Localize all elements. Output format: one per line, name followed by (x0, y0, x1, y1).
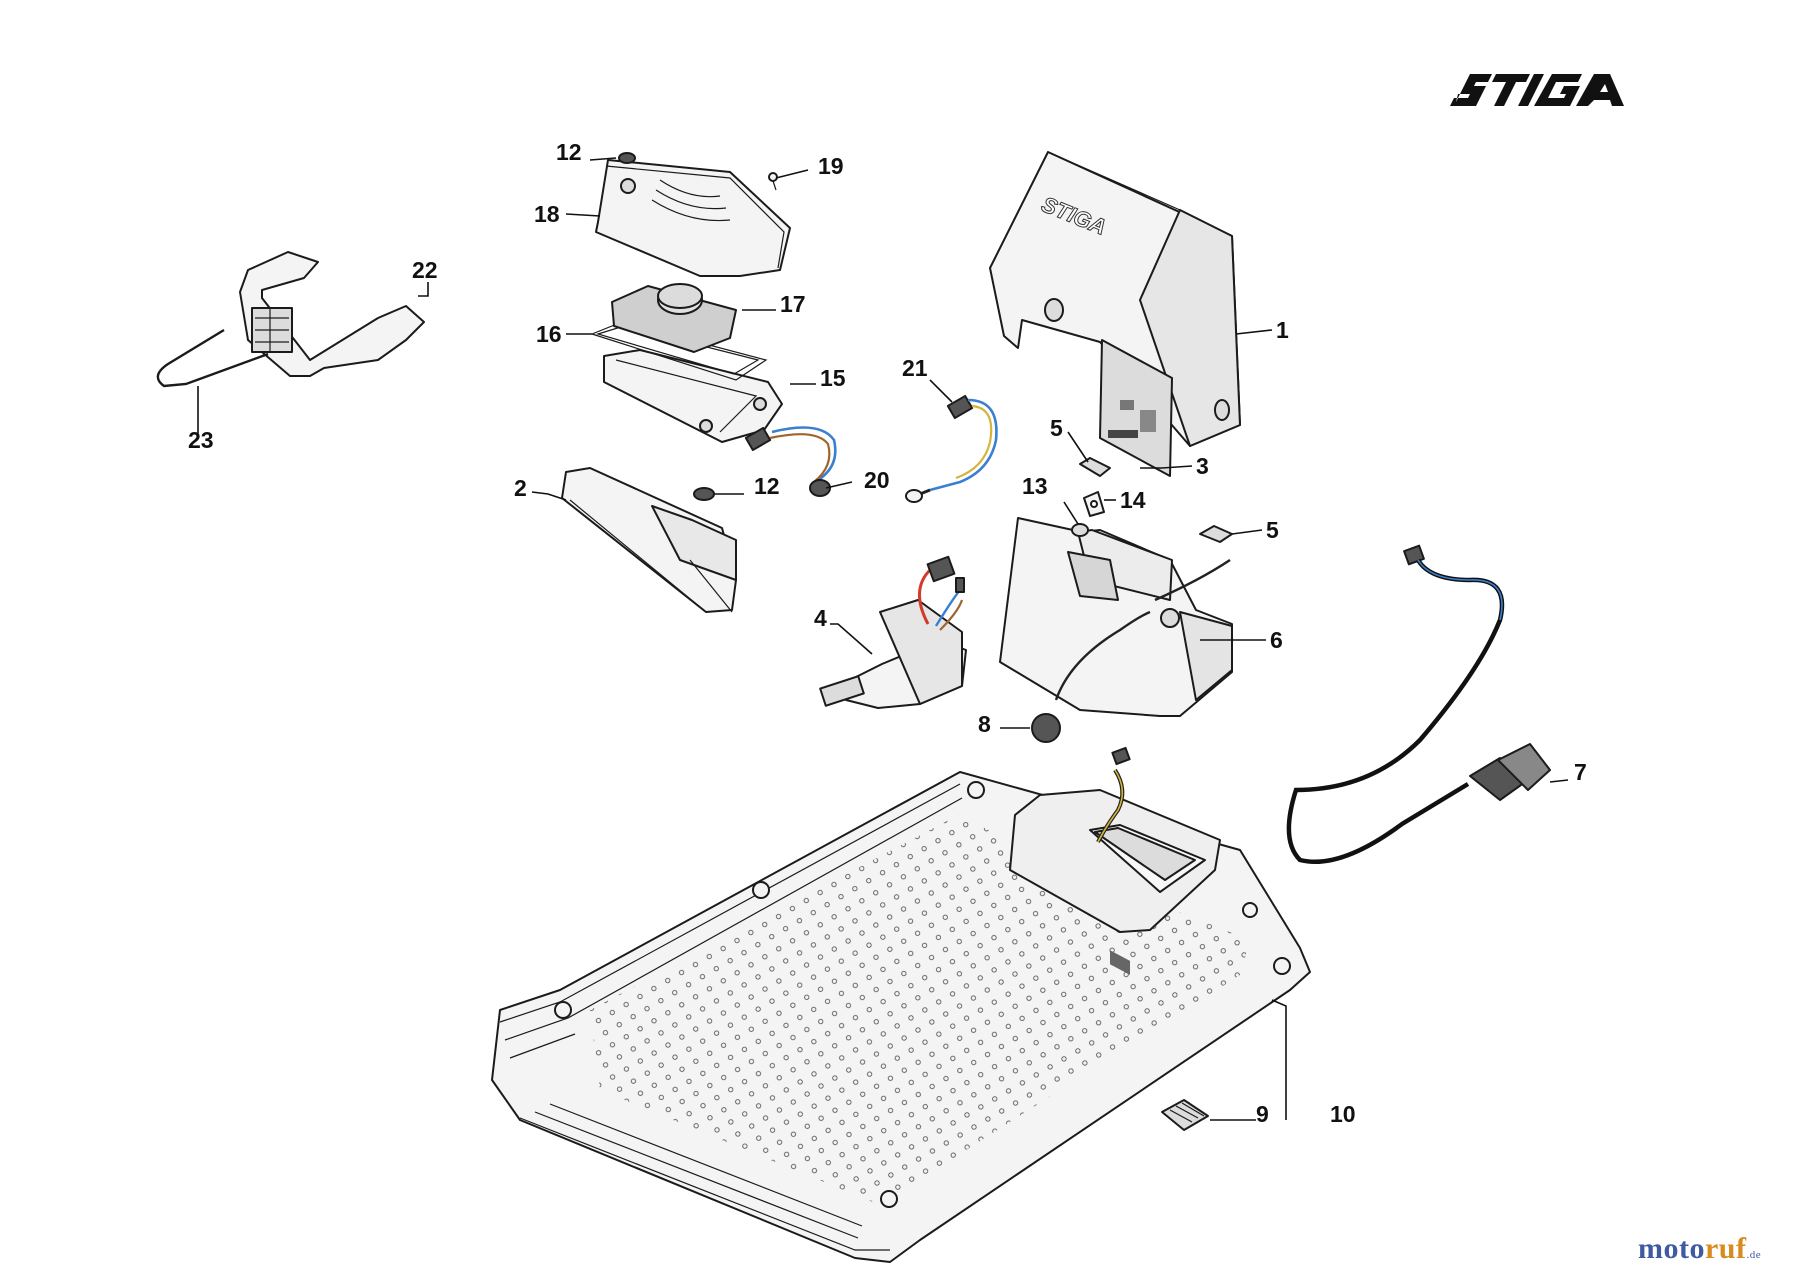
callout-19: 19 (818, 153, 844, 179)
watermark: motoruf.de (1638, 1232, 1761, 1266)
bracket-part-22 (239, 251, 425, 377)
callout-8: 8 (978, 711, 991, 737)
antenna-box-assembly (590, 152, 791, 443)
callout-21: 21 (902, 355, 928, 381)
clip-part-5-b (1199, 525, 1233, 543)
callout-labels: 1 2 3 4 5 5 6 7 8 9 10 12 12 13 14 15 16… (188, 139, 1587, 1127)
circuit-board-part-3 (1099, 339, 1173, 975)
callout-23: 23 (188, 427, 214, 453)
callout-10: 10 (1330, 1101, 1356, 1127)
button-part-8 (1031, 610, 1151, 743)
clip-part-5-a (1079, 457, 1111, 477)
top-cover-part-1: STIGA (989, 151, 1241, 447)
base-plate-part-10 (491, 746, 1311, 1263)
cable-part-20 (744, 426, 837, 497)
screw-part-12-lower (693, 487, 715, 501)
callout-15: 15 (820, 365, 846, 391)
watermark-part-2: ruf (1704, 1232, 1747, 1265)
callout-5-a: 5 (1050, 415, 1063, 441)
connector-part-9 (1161, 1099, 1209, 1131)
callout-22: 22 (412, 257, 438, 283)
watermark-part-3: .de (1746, 1249, 1762, 1261)
callout-7: 7 (1574, 759, 1587, 785)
wire-clip-part-23 (156, 328, 269, 388)
callout-2: 2 (514, 475, 527, 501)
leader-lines (197, 157, 1569, 1121)
front-panel-part-2 (561, 467, 737, 613)
cable-part-21 (905, 394, 998, 503)
grommet-part-14 (1083, 491, 1105, 517)
callout-20: 20 (864, 467, 890, 493)
callout-16: 16 (536, 321, 562, 347)
callout-18: 18 (534, 201, 560, 227)
housing-part-6 (999, 517, 1233, 717)
seal-part-13 (1071, 523, 1089, 537)
callout-5-b: 5 (1266, 517, 1279, 543)
callout-3: 3 (1196, 453, 1209, 479)
power-cable-part-7 (1286, 544, 1551, 865)
callout-17: 17 (780, 291, 806, 317)
callout-12-b: 12 (754, 473, 780, 499)
callout-14: 14 (1120, 487, 1146, 513)
callout-1: 1 (1276, 317, 1289, 343)
charging-block-part-4 (819, 555, 967, 709)
watermark-part-1: moto (1638, 1232, 1705, 1265)
callout-4: 4 (814, 605, 827, 631)
callout-12-a: 12 (556, 139, 582, 165)
callout-9: 9 (1256, 1101, 1269, 1127)
callout-13: 13 (1022, 473, 1048, 499)
callout-6: 6 (1270, 627, 1283, 653)
stiga-logo (1450, 74, 1624, 106)
